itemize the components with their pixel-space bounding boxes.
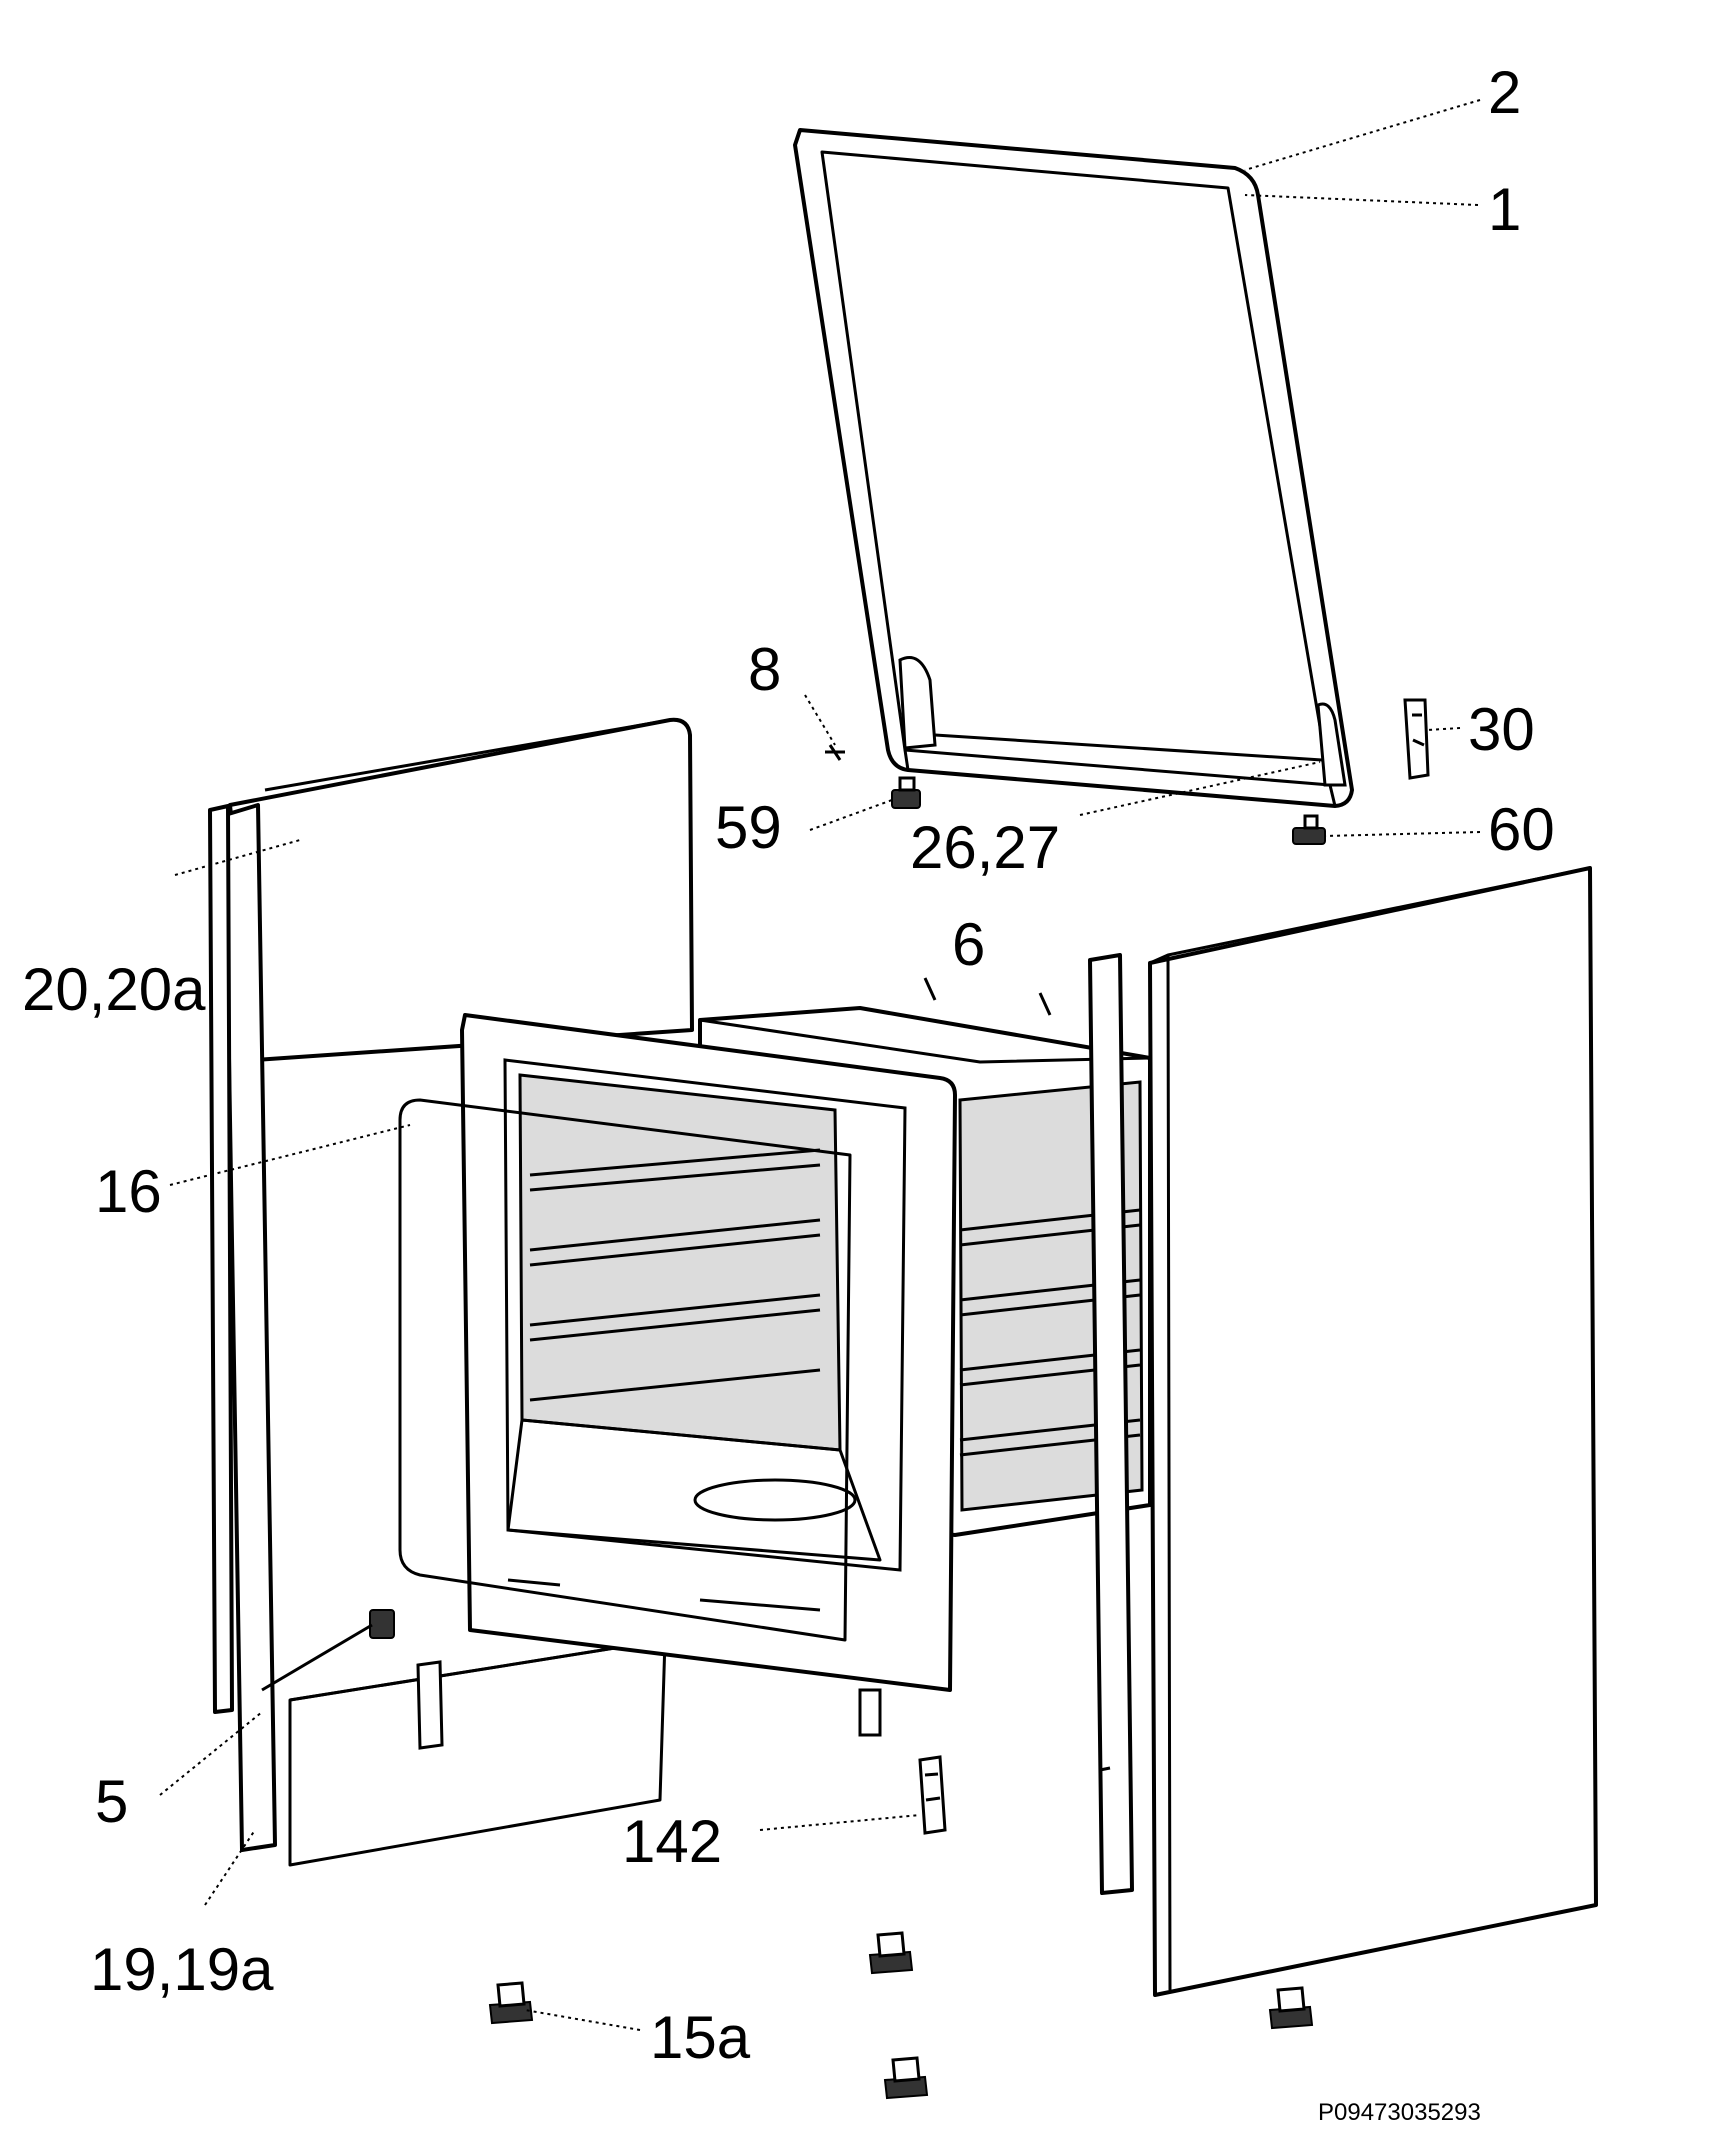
callout-16: 16 (95, 1158, 162, 1225)
top-lid-frame (793, 128, 1354, 808)
callout-30: 30 (1468, 696, 1535, 763)
left-side-panel (208, 717, 694, 1867)
foot-middle (868, 1931, 914, 1975)
callout-26-27: 26,27 (910, 814, 1060, 881)
callout-5: 5 (95, 1768, 128, 1835)
foot-bottom (883, 2056, 929, 2100)
callout-19-19a: 19,19a (90, 1936, 274, 2003)
latch-142 (918, 1755, 947, 1835)
callout-8: 8 (748, 636, 781, 703)
hinge-59 (891, 776, 921, 809)
foot-front-left (488, 1981, 534, 2025)
clip-5 (261, 1609, 395, 1692)
callout-6: 6 (952, 911, 985, 978)
leader-lines (159, 99, 1481, 2031)
callout-1: 1 (1488, 176, 1521, 243)
callout-142: 142 (622, 1808, 722, 1875)
callout-15a: 15a (650, 2004, 751, 2071)
right-side-panel (1148, 866, 1598, 1997)
callout-59: 59 (715, 794, 782, 861)
foot-front-right (1268, 1986, 1314, 2030)
drawing-code: P09473035293 (1318, 2099, 1481, 2126)
right-front-strip (1088, 953, 1134, 1895)
callout-2: 2 (1488, 59, 1521, 126)
clip-30 (1403, 698, 1430, 780)
oven-front-frame (398, 1013, 957, 1737)
hinge-60 (1292, 814, 1326, 845)
callout-20-20a: 20,20a (22, 956, 206, 1023)
callout-60: 60 (1488, 796, 1555, 863)
screw-8 (825, 744, 845, 761)
